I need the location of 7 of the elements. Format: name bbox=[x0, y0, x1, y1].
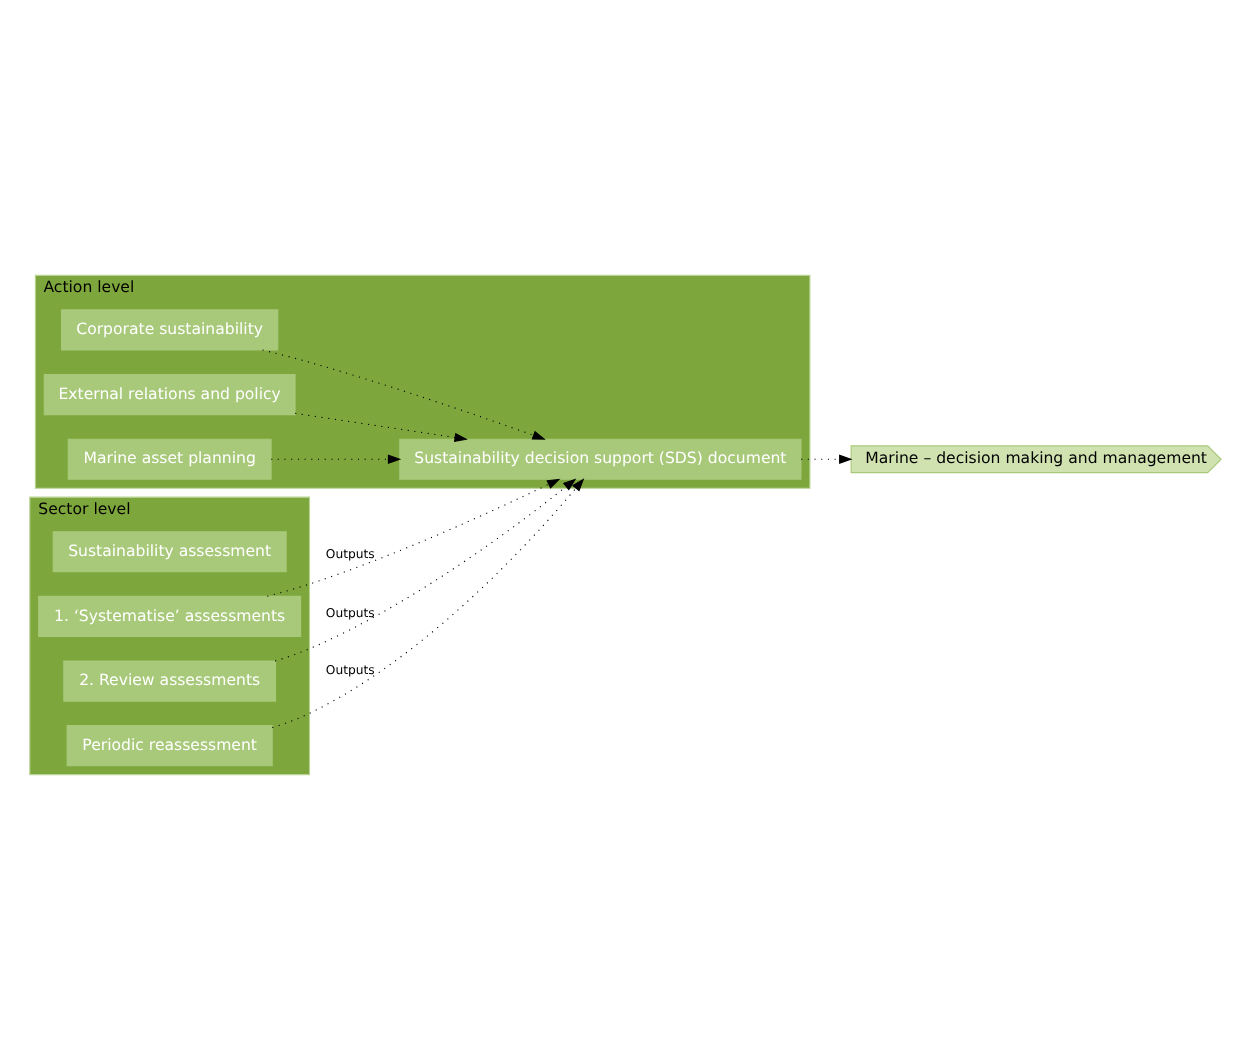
arrow bbox=[800, 453, 853, 463]
arrow bbox=[294, 411, 468, 442]
arrow bbox=[270, 453, 402, 463]
arrow bbox=[266, 477, 561, 596]
arrow bbox=[274, 477, 577, 661]
arrow bbox=[261, 348, 546, 439]
arrow bbox=[271, 477, 585, 728]
